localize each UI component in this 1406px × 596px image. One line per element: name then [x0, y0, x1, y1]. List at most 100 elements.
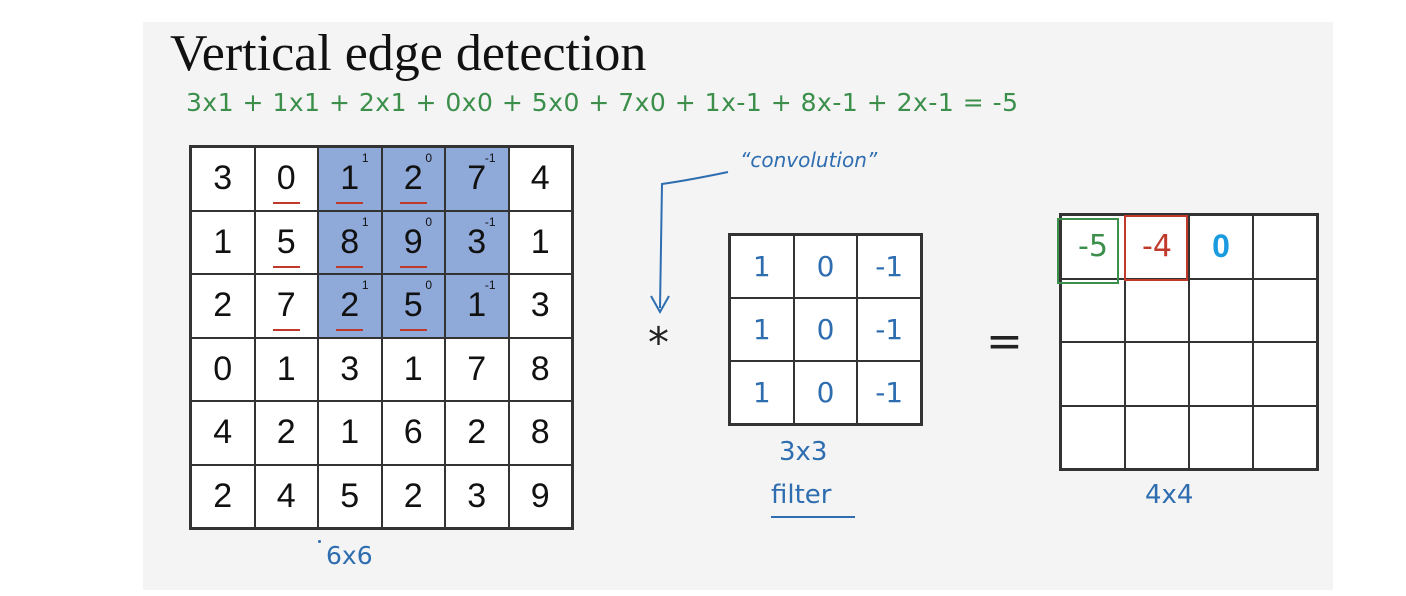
input-cell: 1	[508, 210, 572, 274]
input-cell-value: 6	[403, 413, 423, 452]
input-cell: 3-1	[445, 210, 509, 274]
input-cell-value: 9	[530, 476, 550, 515]
input-cell-value: 8	[530, 413, 550, 452]
input-cell: 2	[254, 401, 318, 465]
output-cell	[1061, 278, 1125, 342]
input-cell: 1	[191, 210, 255, 274]
input-cell: 3	[508, 274, 572, 338]
output-cell	[1061, 342, 1125, 406]
filter-size-label: 3x3	[779, 437, 828, 467]
equals-operator: =	[986, 316, 1023, 367]
convolution-label: “convolution”	[740, 148, 878, 172]
output-size-label: 4x4	[1145, 480, 1194, 510]
filter-label-underline	[771, 516, 855, 518]
window-weight: 0	[425, 214, 432, 229]
input-cell-value: 2	[467, 413, 487, 452]
input-cell: 1	[318, 401, 382, 465]
output-cell	[1061, 405, 1125, 469]
input-cell-value: 4	[530, 159, 550, 198]
input-cell: 8	[508, 401, 572, 465]
input-cell-value: 5	[340, 476, 360, 515]
input-cell-value: 3	[340, 349, 360, 388]
input-cell-value: 2	[403, 476, 423, 515]
input-cell-value: 8	[530, 349, 550, 388]
output-cell	[1253, 342, 1317, 406]
input-cell-value: 4	[276, 476, 296, 515]
output-cell	[1189, 342, 1253, 406]
input-cell-value: 2	[213, 476, 233, 515]
output-cell	[1253, 278, 1317, 342]
input-cell: 3	[318, 337, 382, 401]
input-cell: 4	[191, 401, 255, 465]
window-weight: 0	[425, 278, 432, 292]
input-cell-value: 3	[530, 286, 550, 325]
input-cell: 9	[508, 464, 572, 528]
input-cell-value: 0	[213, 349, 233, 388]
input-cell: 2	[191, 464, 255, 528]
input-cell: 7	[445, 337, 509, 401]
input-cell: 5	[254, 210, 318, 274]
output-cell	[1125, 278, 1189, 342]
convolution-operator: *	[648, 318, 669, 367]
input-cell-value: 3	[467, 222, 487, 261]
input-cell-value: 1	[213, 222, 233, 261]
input-cell-value: 9	[399, 222, 427, 268]
input-cell: 5	[318, 464, 382, 528]
input-cell-value: 1	[276, 349, 296, 388]
input-cell: 0	[191, 337, 255, 401]
filter-cell: 0	[793, 235, 858, 298]
filter-cell: 0	[793, 298, 858, 361]
output-cell	[1189, 405, 1253, 469]
output-cell-highlight-red	[1124, 215, 1188, 281]
input-cell-value: 2	[399, 159, 427, 205]
input-cell: 7-1	[445, 147, 509, 211]
input-cell-value: 0	[272, 159, 300, 205]
input-cell: 4	[508, 147, 572, 211]
window-weight: 1	[361, 278, 369, 292]
output-cell	[1125, 405, 1189, 469]
input-cell-value: 1	[403, 349, 423, 388]
filter-cell: -1	[857, 361, 921, 424]
input-cell-value: 1	[340, 413, 360, 452]
input-cell-value: 5	[399, 286, 427, 332]
window-weight: 0	[425, 151, 432, 165]
window-weight: -1	[484, 278, 496, 292]
filter-cell: -1	[857, 235, 921, 298]
filter-cell: 0	[793, 361, 858, 424]
input-cell-value: 7	[272, 286, 300, 332]
input-cell-value: 2	[213, 286, 233, 325]
input-cell: 3	[191, 147, 255, 211]
input-cell: 4	[254, 464, 318, 528]
input-cell: 8	[508, 337, 572, 401]
input-size-label: 6x6	[326, 541, 373, 570]
window-weight: -1	[484, 214, 496, 229]
input-cell: 0	[254, 147, 318, 211]
window-weight: 1	[361, 151, 369, 165]
input-cell: 1	[381, 337, 445, 401]
computation-equation: 3x1 + 1x1 + 2x1 + 0x0 + 5x0 + 7x0 + 1x-1…	[186, 88, 1019, 117]
input-cell: 2	[191, 274, 255, 338]
input-cell: 2	[381, 464, 445, 528]
output-cell	[1253, 405, 1317, 469]
input-cell: 7	[254, 274, 318, 338]
input-cell-value: 5	[272, 222, 300, 268]
filter-cell: 1	[730, 298, 794, 361]
input-cell-value: 3	[213, 159, 233, 198]
input-cell: 1-1	[445, 274, 509, 338]
output-cell-highlight-green	[1057, 218, 1119, 284]
input-cell: 6	[381, 401, 445, 465]
window-weight: -1	[484, 151, 496, 165]
input-cell: 3	[445, 464, 509, 528]
input-cell-value: 8	[336, 222, 364, 268]
input-cell-value: 1	[530, 222, 550, 261]
input-cell: 2	[445, 401, 509, 465]
output-cell: 0	[1189, 215, 1253, 279]
filter-cell: -1	[857, 298, 921, 361]
